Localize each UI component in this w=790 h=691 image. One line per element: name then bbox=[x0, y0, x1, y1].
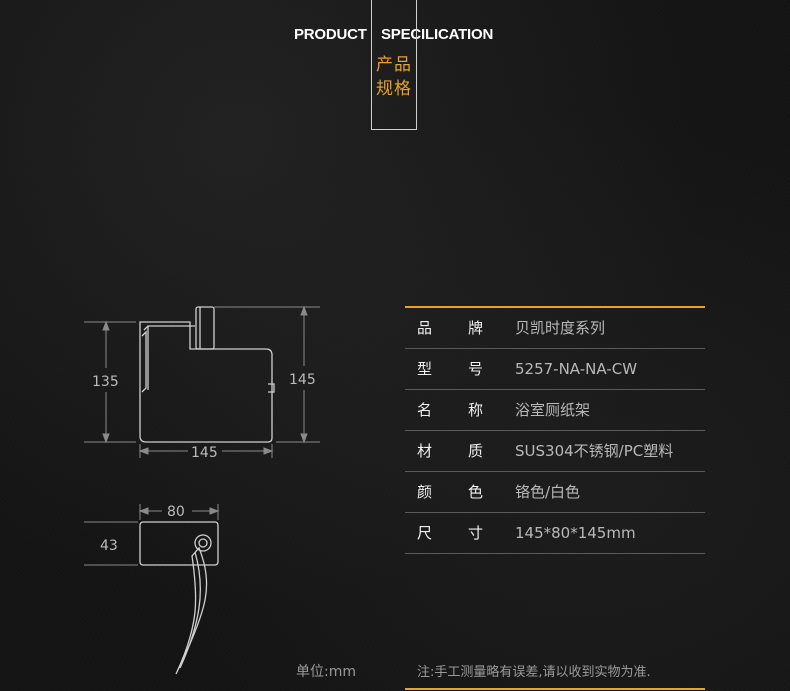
front-view-backplate bbox=[139, 321, 273, 443]
bottom-accent-rule bbox=[405, 688, 705, 690]
unit-label: 单位:mm bbox=[296, 664, 356, 680]
spec-value: 贝凯时度系列 bbox=[515, 319, 606, 337]
title-cn-line2: 规格 bbox=[376, 79, 412, 99]
spec-value: 145*80*145mm bbox=[515, 524, 636, 542]
side-view-roll-pin bbox=[194, 534, 212, 552]
spec-key-char2: 寸 bbox=[468, 524, 484, 542]
title-cn-line1: 产品 bbox=[376, 55, 412, 75]
front-view-side-tab bbox=[268, 383, 275, 393]
section-title-cn: 产品 规格 bbox=[376, 53, 416, 101]
title-en-specification: SPECILICATION bbox=[381, 26, 494, 43]
spec-key-char2: 色 bbox=[468, 483, 484, 501]
side-view-flap bbox=[175, 546, 208, 675]
spec-key-char1: 名 bbox=[417, 401, 433, 419]
front-view-inner-cover bbox=[143, 325, 195, 331]
spec-key-char2: 称 bbox=[468, 401, 484, 419]
spec-value: SUS304不锈钢/PC塑料 bbox=[515, 442, 674, 460]
spec-key-char1: 型 bbox=[417, 360, 433, 378]
spec-row: 品 牌 贝凯时度系列 bbox=[405, 308, 705, 349]
spec-table-top-rule bbox=[405, 306, 705, 308]
spec-key-char2: 牌 bbox=[468, 319, 484, 337]
spec-key-char1: 材 bbox=[417, 442, 433, 460]
spec-key-char1: 品 bbox=[417, 319, 433, 337]
spec-row: 名 称 浴室厕纸架 bbox=[405, 390, 705, 431]
spec-row: 材 质 SUS304不锈钢/PC塑料 bbox=[405, 431, 705, 472]
title-en-product: PRODUCT bbox=[294, 26, 367, 43]
spec-row: 尺 寸 145*80*145mm bbox=[405, 513, 705, 554]
dim-label-width-side: 80 bbox=[167, 504, 185, 520]
spec-key-char1: 颜 bbox=[417, 483, 433, 501]
spec-row: 型 号 5257-NA-NA-CW bbox=[405, 349, 705, 390]
dim-label-height-left: 135 bbox=[92, 374, 119, 390]
front-view-mount-block bbox=[195, 306, 215, 350]
dim-label-height-side: 43 bbox=[100, 538, 118, 554]
spec-key-char1: 尺 bbox=[417, 524, 433, 542]
spec-key-char2: 号 bbox=[468, 360, 484, 378]
dim-label-height-right: 145 bbox=[289, 372, 316, 388]
spec-row: 颜 色 铬色/白色 bbox=[405, 472, 705, 513]
title-frame bbox=[371, 0, 417, 130]
spec-key-char2: 质 bbox=[468, 442, 484, 460]
side-view-body bbox=[139, 521, 219, 566]
spec-value: 浴室厕纸架 bbox=[515, 401, 591, 419]
spec-value: 5257-NA-NA-CW bbox=[515, 360, 638, 378]
measurement-note: 注:手工测量略有误差,请以收到实物为准. bbox=[417, 665, 651, 680]
dim-label-width-front: 145 bbox=[191, 445, 218, 461]
spec-value: 铬色/白色 bbox=[515, 483, 581, 501]
spec-table: 品 牌 贝凯时度系列 型 号 5257-NA-NA-CW 名 称 浴室厕纸架 材… bbox=[405, 306, 705, 554]
